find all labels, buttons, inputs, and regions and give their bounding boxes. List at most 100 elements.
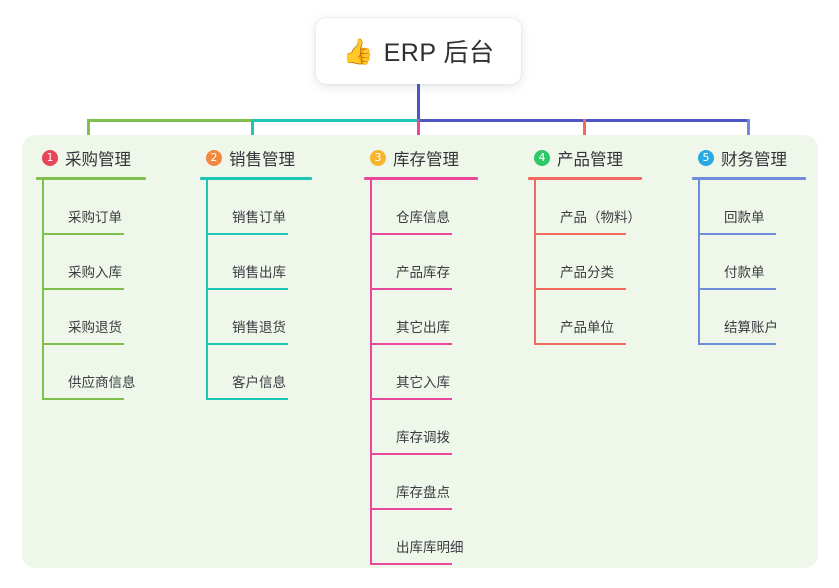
branch-items-1: 采购订单采购入库采购退货供应商信息	[42, 180, 146, 400]
branch-item[interactable]: 产品库存	[370, 235, 478, 290]
branch-item-rule	[206, 343, 288, 345]
branch-item-rule	[370, 398, 452, 400]
root-node-title: ERP 后台	[383, 39, 495, 67]
branch-header-1[interactable]: 1 采购管理	[36, 146, 146, 170]
branch-item-label: 客户信息	[232, 375, 286, 390]
branch-item-rule	[206, 288, 288, 290]
branch-header-3[interactable]: 3 库存管理	[364, 146, 478, 170]
branch-item-rule	[370, 563, 452, 565]
branch-item-label: 产品（物料）	[560, 210, 641, 225]
branch-item[interactable]: 采购退货	[42, 290, 146, 345]
branch-item-label: 回款单	[724, 210, 765, 225]
branch-item[interactable]: 仓库信息	[370, 180, 478, 235]
branch-item-rule	[698, 233, 776, 235]
branch-header-2[interactable]: 2 销售管理	[200, 146, 312, 170]
branch-header-rule	[200, 177, 312, 180]
branch-item-rule	[206, 398, 288, 400]
branch-item[interactable]: 产品分类	[534, 235, 642, 290]
branch-trunk-line	[698, 180, 700, 345]
branch-items-5: 回款单付款单结算账户	[698, 180, 806, 345]
branch-title: 库存管理	[393, 151, 459, 169]
branch-column-3: 3 库存管理仓库信息产品库存其它出库其它入库库存调拨库存盘点出库库明细	[364, 146, 478, 565]
root-node-card[interactable]: 👍 ERP 后台	[316, 18, 521, 84]
branch-item[interactable]: 结算账户	[698, 290, 806, 345]
branch-item-rule	[370, 288, 452, 290]
branch-item-label: 其它入库	[396, 375, 450, 390]
branch-item-label: 产品库存	[396, 265, 450, 280]
drop-line-5	[747, 119, 750, 147]
branch-item[interactable]: 产品（物料）	[534, 180, 642, 235]
branch-item-label: 仓库信息	[396, 210, 450, 225]
branch-number-badge: 4	[534, 150, 550, 166]
drop-line-4	[583, 119, 586, 147]
bus-segment-2	[251, 119, 418, 122]
branch-item-rule	[42, 288, 124, 290]
branch-title: 采购管理	[65, 151, 131, 169]
branch-item-label: 销售出库	[232, 265, 286, 280]
branch-item-rule	[698, 343, 776, 345]
branch-trunk-line	[370, 180, 372, 565]
branch-item-label: 销售退货	[232, 320, 286, 335]
root-stem-line	[417, 84, 420, 121]
branch-item-label: 销售订单	[232, 210, 286, 225]
branch-item[interactable]: 产品单位	[534, 290, 642, 345]
branch-item[interactable]: 销售订单	[206, 180, 312, 235]
branch-column-2: 2 销售管理销售订单销售出库销售退货客户信息	[200, 146, 312, 400]
branch-number-badge: 5	[698, 150, 714, 166]
branch-item[interactable]: 销售出库	[206, 235, 312, 290]
drop-line-1	[87, 119, 90, 147]
branch-item[interactable]: 库存调拨	[370, 400, 478, 455]
branch-item[interactable]: 销售退货	[206, 290, 312, 345]
branch-item-rule	[42, 343, 124, 345]
branch-number-badge: 2	[206, 150, 222, 166]
branch-item-rule	[370, 453, 452, 455]
branch-item-rule	[534, 233, 626, 235]
branch-item[interactable]: 付款单	[698, 235, 806, 290]
branch-column-1: 1 采购管理采购订单采购入库采购退货供应商信息	[36, 146, 146, 400]
branch-item-rule	[534, 288, 626, 290]
branch-item[interactable]: 采购订单	[42, 180, 146, 235]
branch-item-label: 产品分类	[560, 265, 614, 280]
branch-item-label: 产品单位	[560, 320, 614, 335]
branch-header-rule	[364, 177, 478, 180]
branch-item[interactable]: 回款单	[698, 180, 806, 235]
branch-items-4: 产品（物料） 产品分类产品单位	[534, 180, 642, 345]
branch-item-label: 结算账户	[724, 320, 778, 335]
branch-item-rule	[698, 288, 776, 290]
branch-trunk-line	[534, 180, 536, 345]
branch-title: 销售管理	[229, 151, 295, 169]
branch-item[interactable]: 采购入库	[42, 235, 146, 290]
branch-header-rule	[692, 177, 806, 180]
branch-number-badge: 3	[370, 150, 386, 166]
thumbs-up-icon: 👍	[342, 36, 374, 66]
drop-line-2	[251, 119, 254, 147]
drop-line-3	[417, 119, 420, 147]
branch-trunk-line	[42, 180, 44, 400]
branch-item-rule	[370, 508, 452, 510]
branch-item[interactable]: 其它入库	[370, 345, 478, 400]
branch-item[interactable]: 出库库明细	[370, 510, 478, 565]
branch-item-rule	[370, 343, 452, 345]
branch-item-label: 出库库明细	[396, 540, 464, 555]
branch-items-3: 仓库信息产品库存其它出库其它入库库存调拨库存盘点出库库明细	[370, 180, 478, 565]
branch-item-label: 采购入库	[68, 265, 122, 280]
branch-item[interactable]: 供应商信息	[42, 345, 146, 400]
branch-item-label: 库存调拨	[396, 430, 450, 445]
branch-number-badge: 1	[42, 150, 58, 166]
branch-item-rule	[42, 398, 124, 400]
bus-segment-1	[87, 119, 252, 122]
branch-item[interactable]: 库存盘点	[370, 455, 478, 510]
branch-item[interactable]: 客户信息	[206, 345, 312, 400]
branch-header-rule	[528, 177, 642, 180]
branch-item-rule	[42, 233, 124, 235]
branch-item[interactable]: 其它出库	[370, 290, 478, 345]
branch-trunk-line	[206, 180, 208, 400]
branch-item-label: 其它出库	[396, 320, 450, 335]
branch-item-rule	[534, 343, 626, 345]
branch-item-label: 供应商信息	[68, 375, 136, 390]
